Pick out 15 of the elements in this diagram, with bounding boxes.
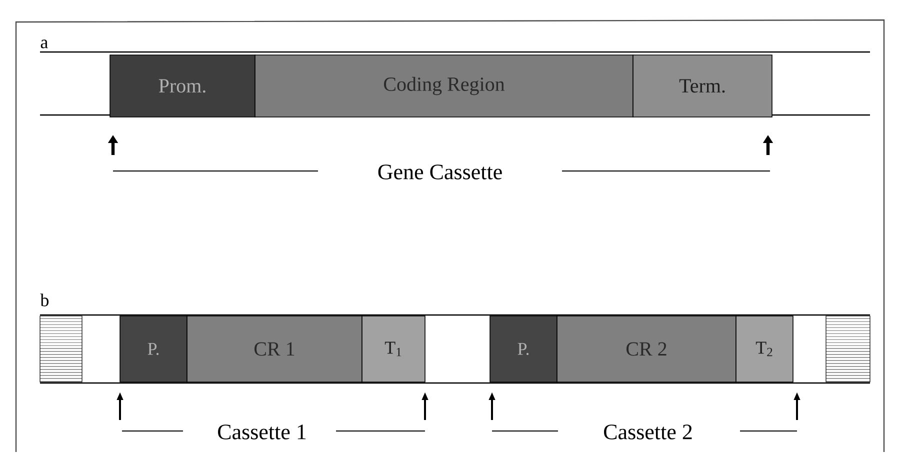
cassette-label: Gene Cassette	[378, 164, 502, 180]
panel-label: a	[40, 40, 48, 48]
gene-segment: CR 2	[556, 316, 736, 382]
hatched-block	[826, 316, 870, 382]
gene-segment: Term.	[632, 54, 772, 118]
gene-segment: Coding Region	[254, 54, 634, 118]
gene-segment: P.	[120, 316, 188, 382]
cassette-label: Cassette 2	[604, 424, 692, 440]
gene-segment: P.	[490, 316, 558, 382]
gene-segment: T$_{1}$	[362, 316, 426, 382]
gene-segment: T$_{2}$	[736, 316, 794, 382]
gene-segment: CR 1	[186, 316, 362, 382]
hatched-block	[40, 316, 82, 382]
cassette-label: Cassette 1	[218, 424, 306, 440]
gene-segment: Prom.	[110, 54, 256, 118]
